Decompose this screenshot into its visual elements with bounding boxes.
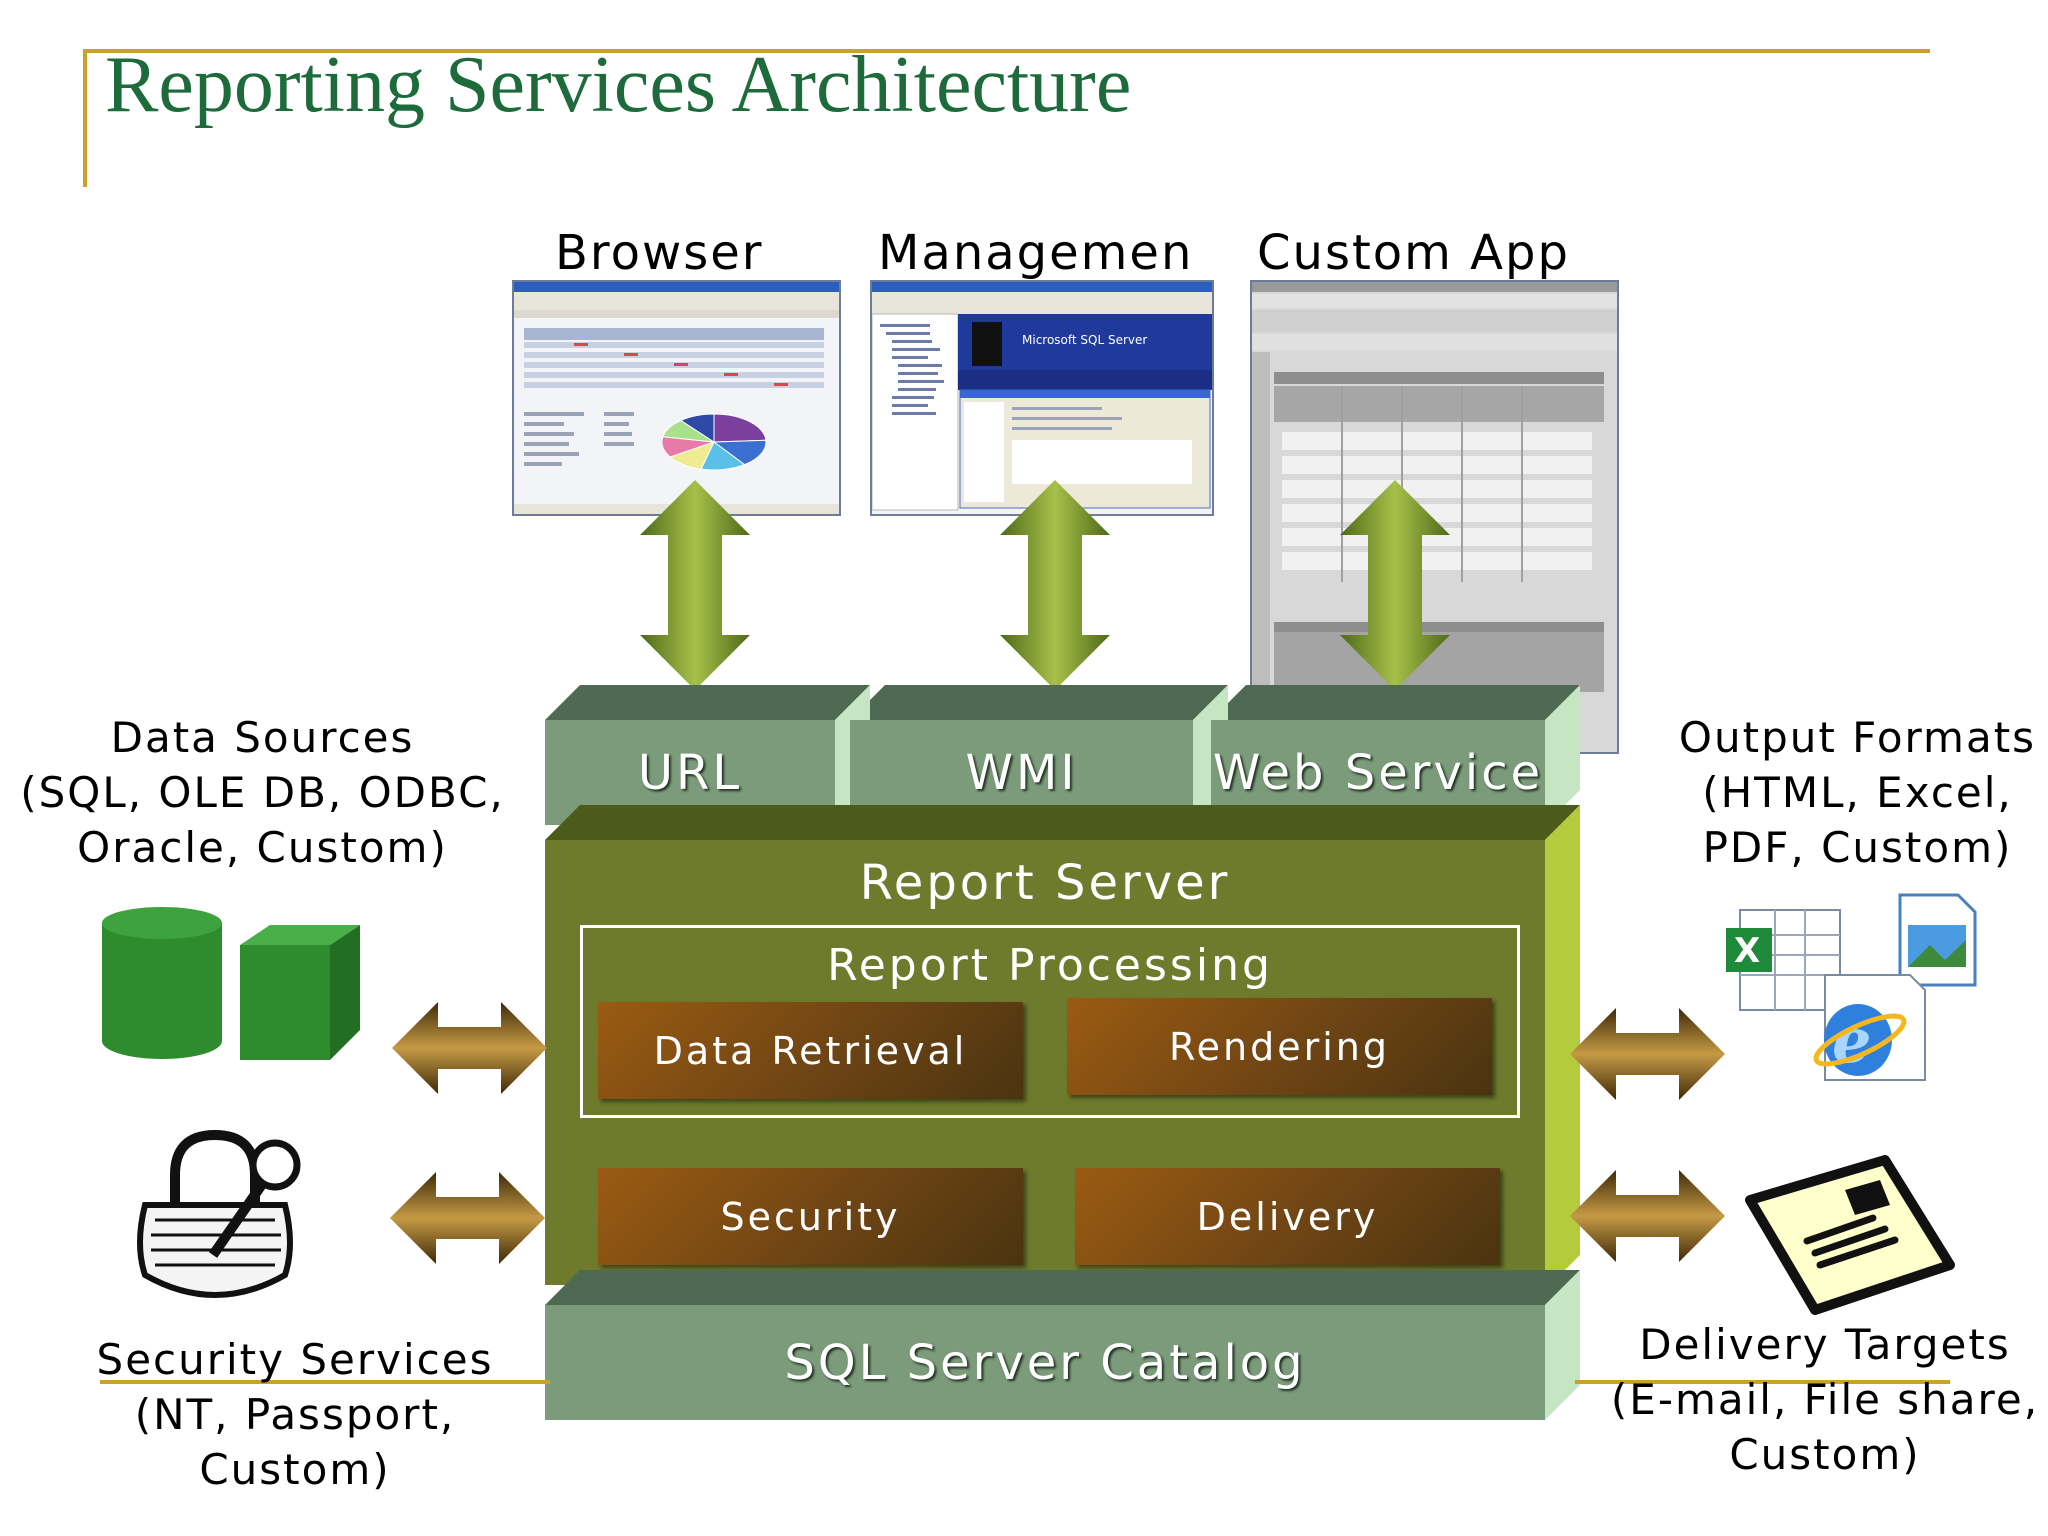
security-services-line3: Custom) — [199, 1445, 391, 1494]
module-rendering: Rendering — [1067, 998, 1492, 1095]
arrow-data-sources — [392, 1002, 547, 1094]
delivery-targets-line3: Custom) — [1729, 1430, 1921, 1479]
browser-screenshot-art — [514, 282, 839, 514]
title-rule — [85, 49, 1930, 53]
delivery-targets-line1: Delivery Targets — [1639, 1320, 2011, 1369]
output-formats-line3: PDF, Custom) — [1702, 823, 2013, 872]
page-title: Reporting Services Architecture — [105, 41, 1132, 129]
delivery-targets-line2: (E-mail, File share, — [1610, 1375, 2040, 1424]
svg-text:e: e — [1832, 1004, 1871, 1077]
report-server-bevel — [545, 805, 1580, 1290]
security-services-label: Security Services (NT, Passport, Custom) — [70, 1332, 520, 1497]
arrow-output-formats — [1570, 1008, 1725, 1100]
arrow-management-wmi — [1000, 480, 1110, 690]
arrow-customapp-webservice — [1340, 480, 1450, 690]
left-footer-rule — [100, 1380, 550, 1384]
catalog-bevel — [545, 1270, 1580, 1420]
pie-slice — [713, 413, 767, 443]
html-ie-file-icon: e — [1813, 974, 1926, 1081]
report-server-title: Report Server — [859, 855, 1231, 911]
arrow-security — [390, 1172, 545, 1264]
module-delivery: Delivery — [1075, 1168, 1500, 1265]
image-file-icon — [1898, 893, 1977, 987]
report-processing-title: Report Processing — [827, 940, 1273, 991]
pie-slice — [679, 413, 715, 443]
envelope-icon — [1745, 1155, 1955, 1315]
security-services-line2: (NT, Passport, — [134, 1390, 456, 1439]
padlock-key-icon — [137, 1129, 301, 1298]
client-label-browser: Browser — [555, 225, 764, 281]
browser-pie-chart — [661, 413, 767, 471]
arrow-delivery-targets — [1570, 1170, 1725, 1262]
custom-app-screenshot-art — [1252, 282, 1617, 752]
data-sources-line2: (SQL, OLE DB, ODBC, — [20, 768, 505, 817]
custom-app-screenshot — [1250, 280, 1619, 754]
excel-file-icon: X — [1726, 909, 1841, 1011]
module-data-retrieval: Data Retrieval — [598, 1002, 1023, 1099]
delivery-targets-label: Delivery Targets (E-mail, File share, Cu… — [1605, 1317, 2045, 1482]
client-label-custom-app: Custom App — [1257, 225, 1570, 281]
output-formats-line2: (HTML, Excel, — [1702, 768, 2013, 817]
output-formats-line1: Output Formats — [1678, 713, 2037, 762]
file-formats-icon: X e — [1726, 893, 1977, 1081]
database-icon — [102, 907, 360, 1060]
browser-screenshot — [512, 280, 841, 516]
management-screenshot-art: Microsoft SQL Server — [872, 282, 1212, 511]
data-sources-line3: Oracle, Custom) — [77, 823, 448, 872]
arrow-browser-url — [640, 480, 750, 690]
pie-slice — [712, 439, 767, 466]
management-screenshot: Microsoft SQL Server — [870, 280, 1214, 516]
title-rule-left — [83, 49, 87, 187]
data-sources-label: Data Sources (SQL, OLE DB, ODBC, Oracle,… — [15, 710, 510, 875]
sql-server-catalog: SQL Server Catalog — [545, 1305, 1545, 1420]
security-services-line1: Security Services — [96, 1335, 494, 1384]
output-formats-label: Output Formats (HTML, Excel, PDF, Custom… — [1670, 710, 2045, 875]
right-footer-rule — [1575, 1380, 1950, 1384]
sql-server-logo-text: Microsoft SQL Server — [1022, 333, 1147, 347]
svg-text:X: X — [1734, 931, 1760, 971]
client-label-management: Managemen — [878, 225, 1194, 281]
data-sources-line1: Data Sources — [110, 713, 415, 762]
module-security: Security — [598, 1168, 1023, 1265]
report-processing-box — [580, 925, 1520, 1118]
